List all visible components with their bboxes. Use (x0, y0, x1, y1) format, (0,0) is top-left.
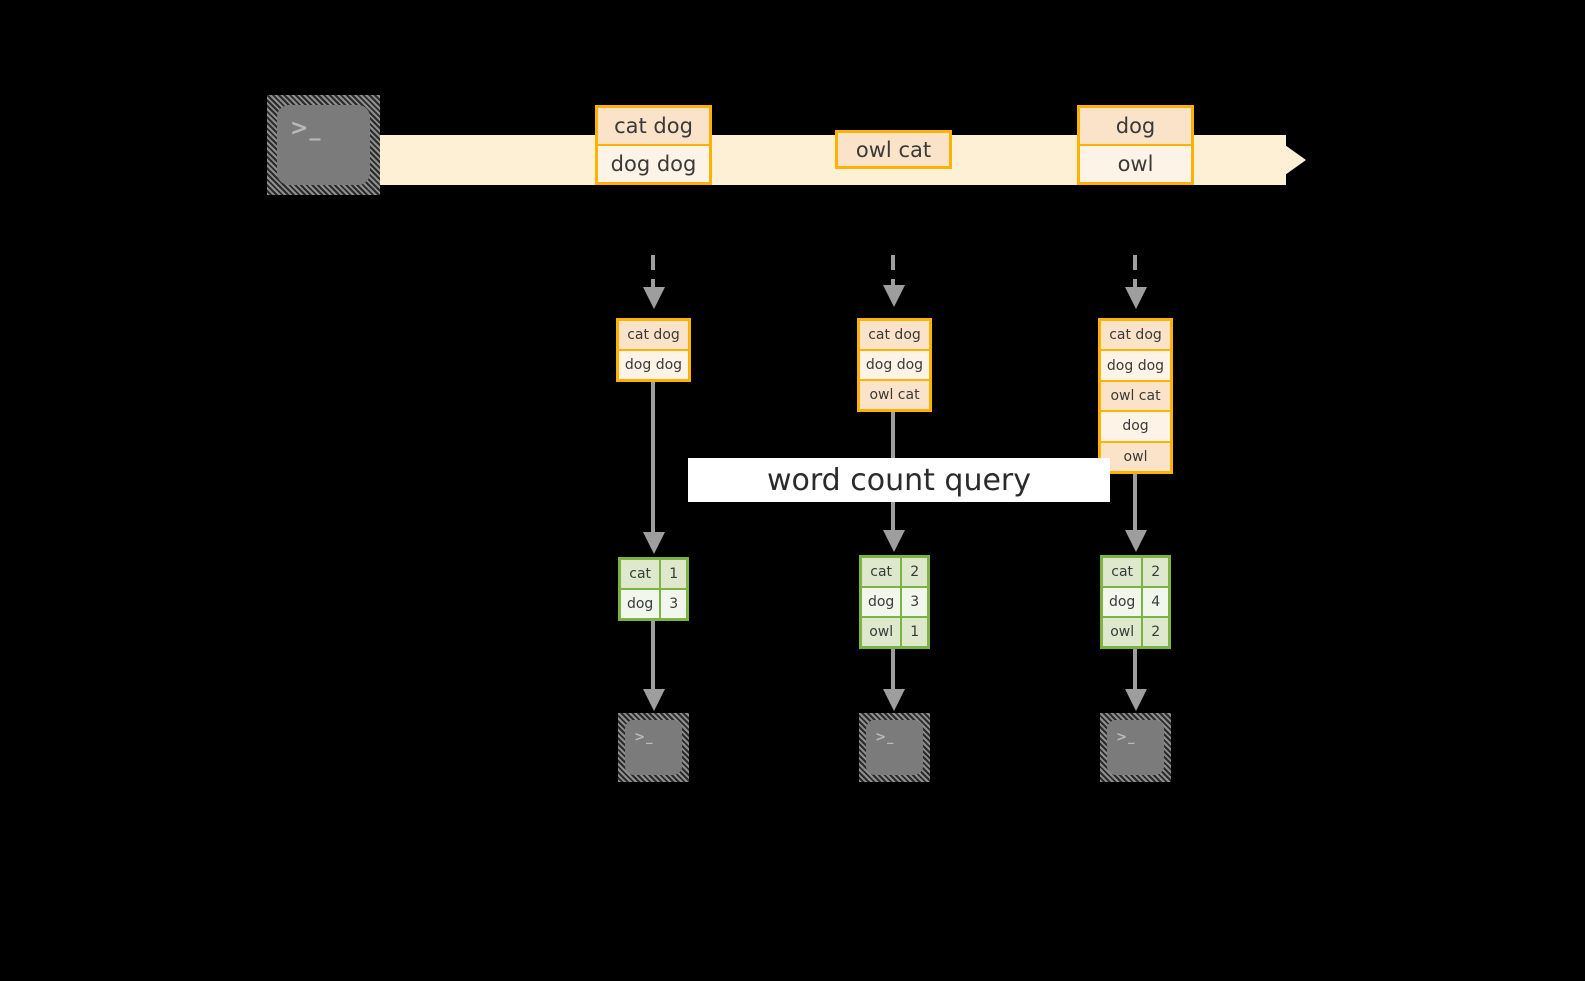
result-word: owl (1103, 618, 1144, 646)
accumulated-row: cat dog (619, 321, 688, 351)
terminal-prompt-glyph: >_ (634, 730, 654, 745)
accumulated-row: dog (1101, 412, 1170, 443)
query-arrowhead-icon (643, 532, 665, 554)
stream-event-box[interactable]: cat dog dog dog (595, 105, 712, 185)
stream-event-line: cat dog (598, 108, 709, 146)
result-word: cat (862, 558, 903, 586)
sink-terminal-icon[interactable]: >_ (1100, 713, 1171, 782)
stream-to-table-arrow (1133, 255, 1137, 289)
accumulated-row: cat dog (860, 321, 929, 351)
result-row: cat 1 (621, 560, 686, 590)
stream-to-table-arrow (891, 255, 895, 287)
result-row: owl 2 (1103, 618, 1168, 646)
result-row: cat 2 (862, 558, 927, 588)
sink-terminal-icon[interactable]: >_ (618, 713, 689, 782)
terminal-prompt-glyph: >_ (290, 115, 322, 141)
stream-event-line: dog dog (598, 146, 709, 182)
result-count: 1 (669, 566, 679, 582)
accumulated-row: dog dog (619, 351, 688, 379)
result-table[interactable]: cat 1 dog 3 (618, 557, 689, 621)
sink-terminal-icon[interactable]: >_ (859, 713, 930, 782)
result-word: owl (862, 618, 903, 646)
result-count: 2 (1151, 624, 1161, 640)
accumulated-row: dog dog (860, 351, 929, 381)
terminal-prompt-glyph: >_ (1116, 730, 1136, 745)
stream-to-table-arrowhead-icon (1125, 287, 1147, 309)
terminal-screen: >_ (625, 720, 682, 775)
stream-event-line: owl cat (838, 133, 949, 166)
result-table[interactable]: cat 2 dog 4 owl 2 (1100, 555, 1171, 649)
query-label: word count query (766, 462, 1032, 498)
result-row: cat 2 (1103, 558, 1168, 588)
result-count: 1 (910, 624, 920, 640)
accumulated-table[interactable]: cat dog dog dog (616, 318, 691, 382)
stream-event-line: dog (1080, 108, 1191, 146)
result-to-sink-arrowhead-icon (1125, 689, 1147, 711)
result-count: 3 (910, 594, 920, 610)
accumulated-row: owl cat (860, 381, 929, 409)
result-to-sink-arrowhead-icon (643, 689, 665, 711)
result-to-sink-arrow (891, 649, 895, 691)
result-word: dog (621, 590, 662, 618)
result-to-sink-arrowhead-icon (883, 689, 905, 711)
result-row: dog 4 (1103, 588, 1168, 618)
query-arrow (651, 382, 655, 534)
query-arrow (1133, 474, 1137, 534)
terminal-screen: >_ (1107, 720, 1164, 775)
stream-event-line: owl (1080, 146, 1191, 182)
result-word: cat (1103, 558, 1144, 586)
stream-arrowhead-icon (1271, 135, 1306, 185)
stream-event-box[interactable]: dog owl (1077, 105, 1194, 185)
query-arrowhead-icon (883, 530, 905, 552)
accumulated-row: owl cat (1101, 381, 1170, 413)
query-arrowhead-icon (1125, 530, 1147, 552)
accumulated-row: owl (1101, 442, 1170, 472)
result-row: owl 1 (862, 618, 927, 646)
accumulated-row: dog dog (1101, 351, 1170, 382)
terminal-screen: >_ (866, 720, 923, 775)
accumulated-row: cat dog (1101, 321, 1170, 352)
stream-to-table-arrowhead-icon (883, 285, 905, 307)
accumulated-table[interactable]: cat dog dog dog owl cat (857, 318, 932, 412)
result-row: dog 3 (621, 590, 686, 618)
result-count: 3 (669, 596, 679, 612)
result-word: cat (621, 560, 662, 588)
result-word: dog (862, 588, 903, 616)
query-label-band: word count query (688, 458, 1110, 502)
result-table[interactable]: cat 2 dog 3 owl 1 (859, 555, 930, 649)
result-word: dog (1103, 588, 1144, 616)
result-count: 4 (1151, 594, 1161, 610)
terminal-screen: >_ (277, 105, 370, 185)
stream-to-table-arrowhead-icon (643, 287, 665, 309)
result-to-sink-arrow (651, 621, 655, 691)
result-count: 2 (910, 564, 920, 580)
result-to-sink-arrow (1133, 649, 1137, 691)
accumulated-table[interactable]: cat dog dog dog owl cat dog owl (1098, 318, 1173, 474)
stream-event-box[interactable]: owl cat (835, 130, 952, 169)
terminal-prompt-glyph: >_ (875, 730, 895, 745)
result-row: dog 3 (862, 588, 927, 618)
source-terminal-icon[interactable]: >_ (267, 95, 380, 195)
stream-to-table-arrow (651, 255, 655, 289)
result-count: 2 (1151, 564, 1161, 580)
